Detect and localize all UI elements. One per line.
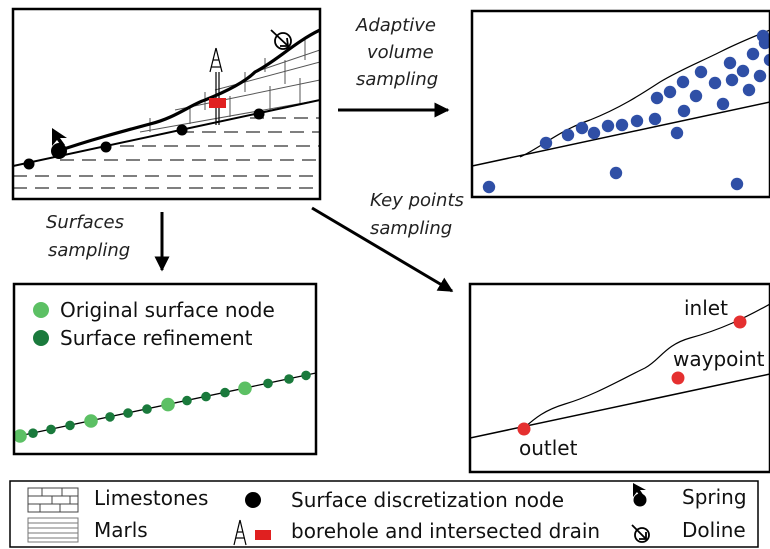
original-surface-node	[14, 429, 27, 443]
volume-sample-point	[561, 128, 575, 142]
key-points-panel: inlet waypoint outlet	[468, 282, 770, 474]
doline-legend-label: Doline	[682, 518, 746, 542]
volume-sample-point	[725, 73, 739, 87]
borehole-icon	[209, 47, 223, 125]
volume-sample-point	[676, 75, 690, 89]
refinement-node	[28, 428, 38, 439]
process-arrows	[154, 102, 454, 293]
refinement-node	[284, 374, 294, 384]
volume-sample-point	[601, 119, 615, 133]
topographic-surface	[54, 28, 320, 154]
volume-sample-point	[677, 104, 691, 118]
refinement-node	[123, 408, 133, 418]
borehole-legend-label: borehole and intersected drain	[291, 519, 600, 543]
refinement-node	[220, 387, 230, 398]
volume-sample-point	[689, 89, 703, 103]
original-node-legend-label: Original surface node	[60, 298, 275, 322]
volume-sample-point	[730, 177, 744, 191]
waypoint-label: waypoint	[673, 347, 765, 371]
inlet-point	[733, 315, 747, 329]
refinement-node	[263, 378, 273, 389]
volume-sample-points	[482, 29, 770, 194]
surfaces-label-2: sampling	[48, 240, 130, 261]
limestones-legend-label: Limestones	[94, 486, 208, 510]
spring-icon	[51, 128, 67, 159]
volume-sampling-panel	[470, 9, 770, 199]
volume-sample-point	[615, 118, 629, 132]
marls-legend-label: Marls	[94, 518, 148, 542]
adaptive-label-2: volume	[367, 42, 434, 63]
borehole-legend-icon	[233, 519, 247, 546]
original-surface-node	[161, 397, 175, 412]
volume-sample-point	[482, 180, 496, 194]
refinement-node	[65, 420, 75, 431]
volume-sample-point	[708, 76, 722, 90]
refinement-legend-label: Surface refinement	[60, 326, 253, 350]
original-surface-node	[84, 414, 98, 428]
volume-sample-point	[663, 85, 677, 99]
volume-sample-point	[694, 65, 708, 79]
refinement-node	[301, 370, 311, 381]
refinement-legend-dot	[33, 330, 49, 346]
keypoints-label-2: sampling	[370, 218, 452, 239]
surface-sampling-panel: Original surface node Surface refinement	[12, 282, 318, 456]
limestone-symbol	[27, 487, 79, 513]
volume-sample-point	[723, 56, 737, 70]
volume-sample-point	[648, 112, 662, 126]
volume-sample-point	[630, 114, 644, 128]
refinement-node	[201, 391, 211, 402]
marl-symbol	[27, 517, 79, 543]
surface-sample-points	[14, 370, 311, 443]
waypoint-point	[671, 371, 685, 385]
volume-sample-point	[587, 126, 601, 140]
doline-icon	[270, 29, 292, 50]
volume-sample-point	[650, 91, 664, 105]
outlet-label: outlet	[519, 436, 578, 460]
refinement-node	[105, 412, 115, 422]
spring-legend-label: Spring	[682, 485, 747, 509]
doline-legend-icon	[631, 524, 650, 543]
drain-legend-icon	[255, 530, 271, 540]
inlet-label: inlet	[684, 296, 728, 320]
adaptive-label-3: sampling	[356, 69, 438, 90]
intersected-drain	[209, 98, 226, 108]
volume-sample-point	[742, 83, 756, 97]
surface-nodes	[23, 108, 265, 170]
original-surface-node	[238, 381, 252, 396]
spring-legend-icon	[633, 483, 647, 507]
volume-sample-point	[746, 47, 760, 61]
volume-sample-point	[539, 136, 553, 150]
adaptive-label-1: Adaptive	[355, 15, 436, 36]
geology-panel	[11, 7, 322, 201]
bottom-legend: Limestones Marls Surface discretization …	[9, 480, 759, 548]
volume-sample-point	[736, 64, 750, 78]
volume-sample-point	[753, 69, 767, 83]
volume-sample-point	[756, 29, 770, 43]
keypoints-label-1: Key points	[370, 190, 464, 211]
surface-node-legend-icon	[245, 492, 261, 508]
keypoints-arrow	[311, 206, 454, 293]
refinement-node	[142, 404, 152, 414]
volume-sample-point	[609, 166, 623, 180]
volume-sample-point	[716, 97, 730, 111]
surface-node-legend-label: Surface discretization node	[291, 488, 564, 512]
surfaces-label-1: Surfaces	[46, 212, 124, 233]
original-node-legend-dot	[33, 302, 49, 318]
volume-sample-point	[575, 121, 589, 135]
outlet-point	[517, 422, 531, 436]
refinement-node	[46, 424, 56, 435]
refinement-node	[182, 395, 192, 406]
volume-sample-point	[763, 53, 770, 67]
volume-sample-point	[670, 126, 684, 140]
